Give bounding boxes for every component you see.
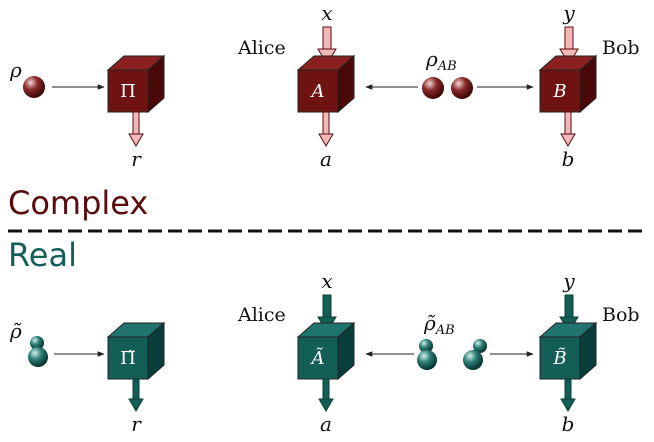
real-bob-input-label: y bbox=[562, 269, 575, 293]
real-shared-state: ρ̃AB bbox=[365, 311, 534, 370]
complex-single-setup: ρ Π r bbox=[9, 54, 166, 171]
complex-state-label: ρ bbox=[9, 58, 22, 82]
complex-shared-state: ρAB bbox=[365, 47, 534, 99]
real-single-setup: ρ̃ Π̃ r bbox=[9, 319, 166, 436]
complex-pi-box: Π bbox=[106, 54, 166, 114]
complex-shared-ball-a bbox=[422, 77, 444, 99]
complex-bob-box: B bbox=[538, 54, 598, 114]
real-bob-box: B̃ bbox=[538, 321, 598, 381]
real-section-label: Real bbox=[8, 236, 77, 274]
complex-section: ρ Π r Alice x bbox=[8, 1, 640, 222]
real-shared-ball-b-top bbox=[473, 339, 487, 353]
complex-alice: Alice x A a bbox=[237, 1, 356, 171]
real-shared-state-label: ρ̃AB bbox=[423, 311, 455, 338]
complex-section-label: Complex bbox=[8, 184, 148, 222]
real-bob-name: Bob bbox=[602, 304, 640, 326]
real-alice-name: Alice bbox=[237, 304, 286, 326]
real-section: Real ρ̃ Π̃ r Alice x bbox=[8, 236, 640, 436]
complex-bob-input-label: y bbox=[562, 1, 575, 25]
real-bob-box-label: B̃ bbox=[552, 347, 566, 369]
complex-alice-box: A bbox=[296, 54, 356, 114]
real-pi-output-label: r bbox=[131, 412, 142, 436]
real-bob-output-label: b bbox=[562, 412, 575, 436]
real-alice-box: Ã bbox=[296, 321, 356, 381]
complex-bob: Bob y B b bbox=[538, 1, 640, 171]
real-alice-output-label: a bbox=[320, 412, 332, 436]
real-state-ball-top bbox=[30, 336, 44, 350]
real-shared-ball-a-top bbox=[419, 339, 433, 353]
complex-pi-output-label: r bbox=[131, 147, 142, 171]
real-pi-box: Π̃ bbox=[106, 321, 166, 381]
real-pi-output-arrow bbox=[128, 378, 144, 412]
real-shared-ball-b-bottom bbox=[463, 350, 483, 370]
complex-shared-ball-b bbox=[451, 77, 473, 99]
complex-alice-output-arrow bbox=[318, 111, 334, 147]
real-alice-input-label: x bbox=[321, 269, 332, 293]
complex-pi-label: Π bbox=[120, 81, 136, 102]
real-state-label: ρ̃ bbox=[9, 319, 22, 343]
complex-alice-box-label: A bbox=[310, 81, 325, 102]
complex-alice-input-label: x bbox=[321, 1, 332, 25]
complex-bob-output-label: b bbox=[562, 147, 575, 171]
complex-bob-name: Bob bbox=[602, 37, 640, 59]
complex-alice-name: Alice bbox=[237, 37, 286, 59]
real-shared-ball-a-bottom bbox=[417, 350, 437, 370]
real-alice-box-label: Ã bbox=[310, 347, 325, 369]
real-state-ball-bottom bbox=[28, 347, 48, 367]
complex-state-ball bbox=[23, 76, 45, 98]
complex-bob-output-arrow bbox=[560, 111, 576, 147]
real-alice-output-arrow bbox=[318, 378, 334, 412]
real-pi-label: Π̃ bbox=[120, 348, 136, 369]
real-bob: Bob y B̃ b bbox=[538, 269, 640, 436]
real-bob-output-arrow bbox=[560, 378, 576, 412]
complex-bob-box-label: B bbox=[552, 81, 566, 102]
real-alice: Alice x Ã a bbox=[237, 269, 356, 436]
complex-pi-output-arrow bbox=[128, 111, 144, 147]
complex-alice-output-label: a bbox=[320, 147, 332, 171]
complex-shared-state-label: ρAB bbox=[425, 47, 457, 74]
